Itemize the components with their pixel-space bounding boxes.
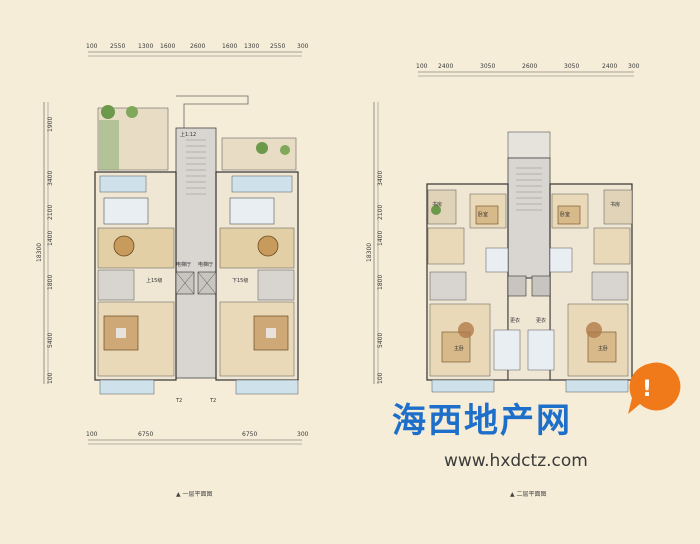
plan1-left-dim-0: 1900	[47, 117, 54, 132]
plan1-left-dim-4: 1800	[47, 275, 54, 290]
plan1-left-dim-6: 100	[47, 372, 54, 384]
plan2-label-bed-l: 卧室	[478, 211, 488, 218]
plan2-top-dim-0: 100	[416, 63, 428, 70]
plan2-top-dim-1: 2400	[438, 63, 453, 70]
plan2-top-dim-3: 2600	[522, 63, 537, 70]
plan1-label-elev2: 电梯厅	[198, 261, 213, 268]
plan2-label-bath-r: 更衣	[536, 317, 546, 324]
plan1-left-dims: 1900 3400 2100 1400 1800 5400 100 18300	[36, 117, 54, 384]
plan1-top-dim-8: 300	[297, 43, 309, 50]
plan1-top-dim-1: 2550	[110, 43, 125, 50]
plan1-caption: ▲ 一层平面图	[176, 491, 213, 498]
plan1-top-dims: 100 2550 1300 1600 2600 1600 1300 2550 3…	[86, 43, 309, 50]
plan1-bottom-dim-1: 6750	[138, 431, 153, 438]
plan1-top-dim-3: 1600	[160, 43, 175, 50]
plan2-top-dim-5: 2400	[602, 63, 617, 70]
plan1-bottom-dim-2: 6750	[242, 431, 257, 438]
brand-name: 海西地产网	[392, 401, 572, 441]
plan1-left-dim-5: 5400	[47, 333, 54, 348]
plan1-top-dim-7: 2550	[270, 43, 285, 50]
plan1-left-dim-3: 1400	[47, 231, 54, 246]
plan2-left-dim-3: 1800	[377, 275, 384, 290]
plan1-label-t2a: T2	[175, 398, 182, 404]
plan2-left-dim-0: 3400	[377, 171, 384, 186]
plan2-left-dim-1: 2100	[377, 205, 384, 220]
brand-watermark: 海西地产网 www.hxdctz.com !	[392, 362, 681, 471]
plan1-bottom-dims: 100 6750 6750 300	[86, 431, 309, 438]
plan2-top-dim-4: 3050	[564, 63, 579, 70]
plan2-left-dim-5: 100	[377, 372, 384, 384]
plan1-top-dim-2: 1300	[138, 43, 153, 50]
plan2-top-dim-2: 3050	[480, 63, 495, 70]
plan2-label-bath-l: 更衣	[510, 317, 520, 324]
plan1-left-total: 18300	[36, 243, 43, 262]
plan2-left-total: 18300	[366, 243, 373, 262]
plan2-left-dim-2: 1400	[377, 231, 384, 246]
plan1-label-stair-l: 上15级	[146, 277, 162, 284]
plan1-top-dim-5: 1600	[222, 43, 237, 50]
plan-2: 100 2400 3050 2600 3050 2400 300 3400 21…	[366, 63, 640, 498]
plan-1: 100 2550 1300 1600 2600 1600 1300 2550 3…	[36, 43, 309, 498]
badge-glyph: !	[642, 377, 652, 402]
plan2-left-dim-4: 5400	[377, 333, 384, 348]
plan2-top-dim-6: 300	[628, 63, 640, 70]
plan2-caption: ▲ 二层平面图	[510, 491, 547, 498]
plan2-label-study-l: 书房	[432, 201, 442, 208]
plan1-left-dim-1: 3400	[47, 171, 54, 186]
plan2-left-dims: 3400 2100 1400 1800 5400 100 18300	[366, 171, 384, 384]
plan1-bottom-dim-0: 100	[86, 431, 98, 438]
plan2-top-dims: 100 2400 3050 2600 3050 2400 300	[416, 63, 640, 70]
plan2-label-study-r: 书房	[610, 201, 620, 208]
plan1-top-dim-4: 2600	[190, 43, 205, 50]
plan1-left-dim-2: 2100	[47, 205, 54, 220]
plan2-label-bed-r: 卧室	[560, 211, 570, 218]
plan1-top-dim-6: 1300	[244, 43, 259, 50]
plan1-label-elev1: 电梯厅	[176, 261, 191, 268]
plan1-label-stair-r: 下15级	[232, 277, 248, 284]
exclamation-badge-icon: !	[628, 362, 681, 414]
plan1-label-up: 上1:12	[180, 131, 196, 138]
plan2-label-master-r: 主卧	[598, 345, 608, 352]
plan1-bottom-dim-3: 300	[297, 431, 309, 438]
plan2-label-master-l: 主卧	[454, 345, 464, 352]
brand-url: www.hxdctz.com	[444, 451, 588, 471]
plan1-top-dim-0: 100	[86, 43, 98, 50]
plan1-label-t2b: T2	[209, 398, 216, 404]
